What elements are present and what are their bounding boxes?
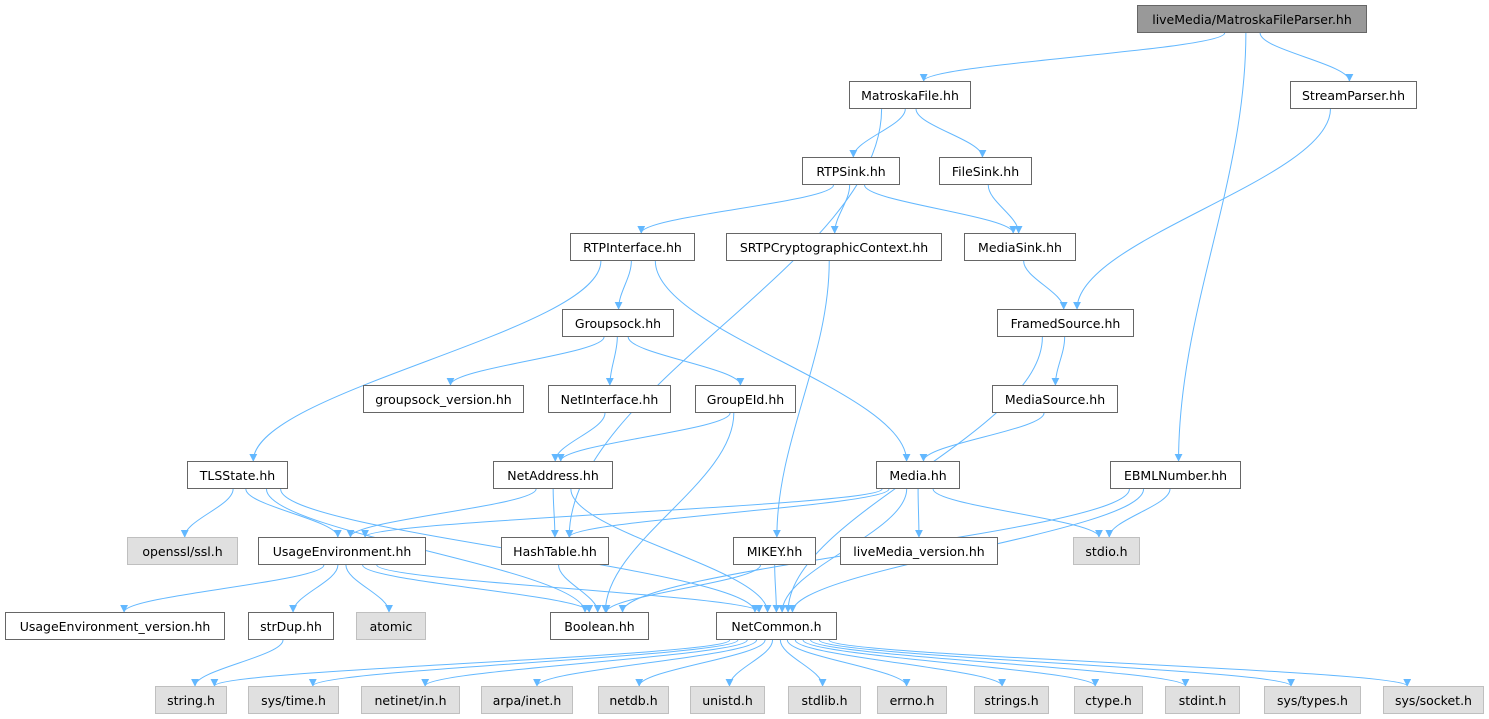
edge-streamparser-to-framedsource <box>1073 108 1331 310</box>
edge-usageenv-to-boolean <box>362 564 594 613</box>
node-systypes: sys/types.h <box>1264 686 1361 714</box>
node-netaddress[interactable]: NetAddress.hh <box>493 461 613 489</box>
edge-netaddress-to-netcommon <box>570 488 772 613</box>
edge-media-to-livemediaver <box>914 488 923 538</box>
node-media[interactable]: Media.hh <box>876 461 960 489</box>
edge-netcommon-to-errno <box>786 639 911 687</box>
node-srtp[interactable]: SRTPCryptographicContext.hh <box>726 233 942 261</box>
edge-filesink-to-mediasink <box>987 184 1023 234</box>
edge-netcommon-to-systypes <box>818 639 1295 687</box>
edge-matroskafile-to-filesink <box>915 108 987 158</box>
node-groupsock[interactable]: Groupsock.hh <box>562 309 674 337</box>
node-netcommon[interactable]: NetCommon.h <box>716 612 837 640</box>
edge-netcommon-to-netdb <box>635 639 766 687</box>
node-streamparser[interactable]: StreamParser.hh <box>1290 81 1417 109</box>
edge-netcommon-to-arpainet <box>533 639 758 687</box>
edge-srtp-to-mikey <box>772 260 830 538</box>
node-mikey[interactable]: MIKEY.hh <box>733 537 816 565</box>
node-usageenv[interactable]: UsageEnvironment.hh <box>258 537 426 565</box>
node-mediasource[interactable]: MediaSource.hh <box>992 385 1118 413</box>
edge-rtpsink-to-mediasink <box>864 184 1018 234</box>
node-atomic: atomic <box>356 612 426 640</box>
edge-groupeid-to-netaddress <box>556 412 731 462</box>
edge-hashtable-to-boolean <box>558 564 602 613</box>
node-netdb: netdb.h <box>598 686 669 714</box>
edge-netcommon-to-systime <box>309 639 739 687</box>
edge-usageenv-to-netcommon <box>376 564 763 613</box>
node-stdio: stdio.h <box>1073 537 1140 565</box>
edge-media-to-usageenv <box>361 488 883 538</box>
edge-netcommon-to-stdlib <box>779 639 827 687</box>
edge-netcommon-to-unistd <box>725 639 774 687</box>
edge-rtpsink-to-rtpinterface <box>637 184 835 234</box>
edge-root-to-matroskafile <box>919 32 1226 82</box>
edge-netinterface-to-netaddress <box>551 412 606 462</box>
edge-framedsource-to-mediasource <box>1051 336 1066 386</box>
node-errno: errno.h <box>877 686 947 714</box>
node-groupeid[interactable]: GroupEId.hh <box>695 385 796 413</box>
node-arpainet: arpa/inet.h <box>481 686 573 714</box>
edge-groupeid-to-boolean <box>601 412 735 613</box>
edge-tlsstate-to-openssl <box>180 488 234 538</box>
node-hashtable[interactable]: HashTable.hh <box>501 537 609 565</box>
edge-netcommon-to-ctype <box>802 639 1100 687</box>
node-unistd: unistd.h <box>690 686 765 714</box>
edge-groupsock-to-groupsockver <box>446 336 605 386</box>
edge-ebml-to-stdio <box>1105 488 1171 538</box>
node-matroskafile[interactable]: MatroskaFile.hh <box>849 81 971 109</box>
edge-mediasource-to-media <box>919 412 1045 462</box>
node-boolean[interactable]: Boolean.hh <box>550 612 649 640</box>
edge-netcommon-to-syssocket <box>828 639 1411 687</box>
edge-mikey-to-netcommon <box>772 564 781 613</box>
node-stdint: stdint.h <box>1165 686 1240 714</box>
edge-netcommon-to-strings <box>794 639 1007 687</box>
node-string: string.h <box>155 686 227 714</box>
node-rtpinterface[interactable]: RTPInterface.hh <box>570 233 695 261</box>
edge-rtpinterface-to-groupsock <box>614 260 632 310</box>
node-strdup[interactable]: strDup.hh <box>248 612 334 640</box>
edge-strdup-to-string <box>191 639 284 687</box>
node-netinetin: netinet/in.h <box>361 686 460 714</box>
edge-netaddress-to-usageenv <box>346 488 537 538</box>
edge-usageenv-to-usageenvver <box>120 564 325 613</box>
node-groupsockver[interactable]: groupsock_version.hh <box>363 385 524 413</box>
edge-media-to-hashtable <box>565 488 890 538</box>
edge-rtpsink-to-srtp <box>830 184 851 234</box>
edge-groupsock-to-netinterface <box>605 336 618 386</box>
edge-netcommon-to-string <box>210 639 731 687</box>
edge-netaddress-to-hashtable <box>550 488 559 538</box>
node-netinterface[interactable]: NetInterface.hh <box>548 385 671 413</box>
node-strings: strings.h <box>974 686 1049 714</box>
edge-mikey-to-boolean <box>602 564 761 613</box>
edge-netcommon-to-netinetin <box>421 639 748 687</box>
edge-root-to-streamparser <box>1259 32 1354 82</box>
edge-rtpinterface-to-media <box>654 260 911 462</box>
node-tlsstate[interactable]: TLSState.hh <box>187 461 288 489</box>
node-usageenvver[interactable]: UsageEnvironment_version.hh <box>5 612 225 640</box>
edge-tlsstate-to-usageenv <box>245 488 342 538</box>
node-rtpsink[interactable]: RTPSink.hh <box>802 157 900 185</box>
edge-usageenv-to-atomic <box>345 564 394 613</box>
edge-root-to-ebml <box>1174 32 1247 462</box>
node-mediasink[interactable]: MediaSink.hh <box>964 233 1076 261</box>
node-stdlib: stdlib.h <box>788 686 861 714</box>
node-filesink[interactable]: FileSink.hh <box>939 157 1032 185</box>
edge-netcommon-to-stdint <box>810 639 1190 687</box>
edge-mediasink-to-framedsource <box>1023 260 1068 310</box>
edge-rtpinterface-to-tlsstate <box>249 260 602 462</box>
node-systime: sys/time.h <box>248 686 339 714</box>
node-ebml[interactable]: EBMLNumber.hh <box>1110 461 1241 489</box>
node-root: liveMedia/MatroskaFileParser.hh <box>1137 5 1367 33</box>
edge-media-to-stdio <box>932 488 1103 538</box>
node-openssl: openssl/ssl.h <box>127 537 238 565</box>
edge-groupsock-to-groupeid <box>627 336 745 386</box>
edge-usageenv-to-strdup <box>289 564 339 613</box>
node-framedsource[interactable]: FramedSource.hh <box>997 309 1134 337</box>
node-syssocket: sys/socket.h <box>1383 686 1484 714</box>
node-ctype: ctype.h <box>1074 686 1143 714</box>
node-livemediaver[interactable]: liveMedia_version.hh <box>840 537 998 565</box>
